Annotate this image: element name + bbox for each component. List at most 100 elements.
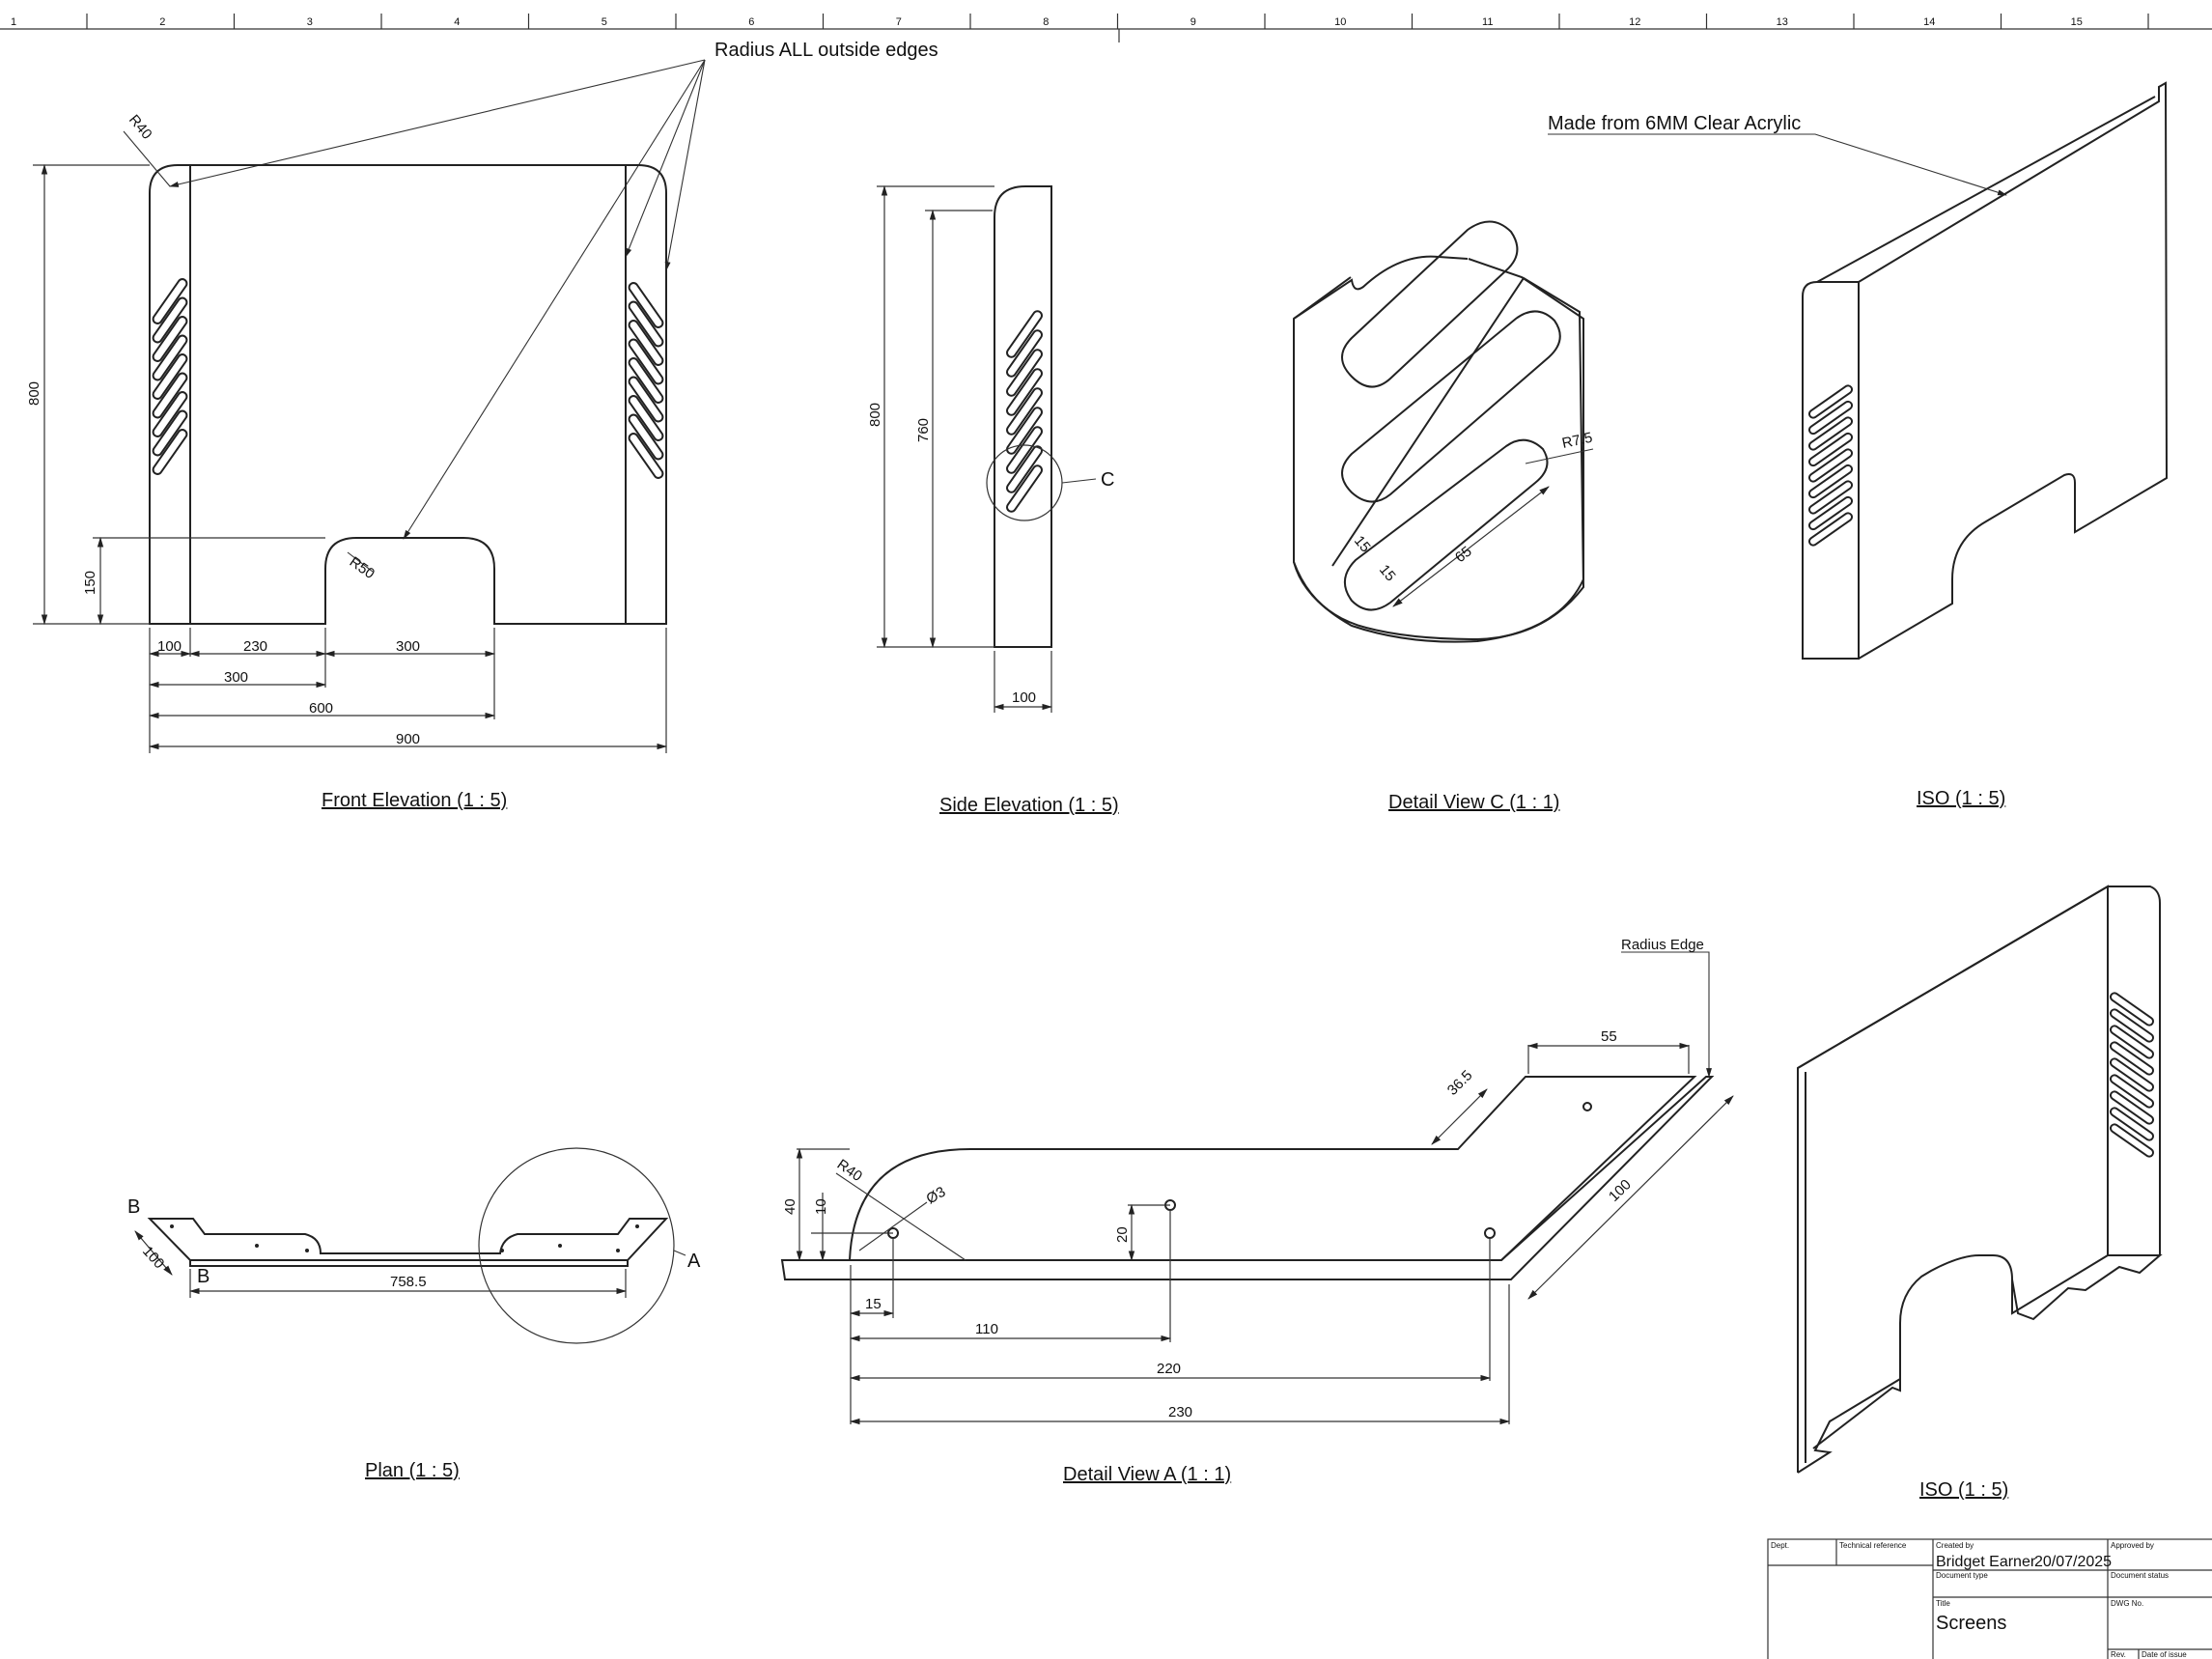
vent-slot [2109,1057,2155,1092]
callout-a: A [687,1251,701,1272]
vent-slot [2109,992,2155,1026]
tb-doctype-label: Document type [1936,1571,1988,1580]
ruler-number: 6 [748,16,754,28]
front-dim-r50: R50 [347,553,378,582]
vent-slot [1006,445,1043,493]
vent-slot [628,357,664,404]
vent-slot [2109,1074,2155,1109]
tb-dwg-label: DWG No. [2111,1599,2143,1608]
front-elevation-caption: Front Elevation (1 : 5) [322,790,507,811]
ruler-number: 5 [602,16,607,28]
detail-a-dim-55: 55 [1601,1028,1617,1045]
tb-created-by: Bridget Earner [1936,1554,2036,1570]
iso-top-view [1802,81,2169,660]
tb-dept-label: Dept. [1771,1541,1789,1550]
vent-slot [2109,1107,2155,1141]
radius-all-note: Radius ALL outside edges [714,40,938,61]
detail-a-dim-220: 220 [1157,1361,1181,1377]
vent-slot [152,316,188,362]
vent-slot [1006,464,1043,513]
vent-slot [628,300,664,348]
plan-dim-7585: 758.5 [390,1274,427,1290]
side-elevation: C 800 760 100 [867,184,1114,713]
detail-a-dim-20: 20 [1114,1226,1131,1243]
plan-caption: Plan (1 : 5) [365,1460,460,1481]
radius-all-leaders [169,59,706,540]
ruler-number: 7 [896,16,902,28]
vent-slot [1807,432,1854,467]
vent-slot [1006,387,1043,436]
vent-slot [1006,368,1043,416]
tb-title-label: Title [1936,1599,1950,1608]
plan-view: A B B 100 758.5 [127,1147,701,1344]
enlarged-slot [1344,438,1549,611]
vent-slot [1006,329,1043,378]
front-dim-r40: R40 [126,112,155,143]
detail-view-c: R7.5 15 15 65 [1293,220,1594,643]
ruler-number: 3 [307,16,313,28]
vent-slot [152,391,188,437]
detail-view-c-caption: Detail View C (1 : 1) [1388,792,1559,813]
detail-a-dim-10: 10 [813,1198,829,1215]
radius-edge-leader [1621,951,1712,1078]
detail-view-a: Radius Edge R40 Ø3 40 10 20 15 110 220 2… [780,937,1734,1425]
ruler-number: 12 [1629,16,1640,28]
side-dim-100: 100 [1012,689,1036,706]
vent-slot [2109,1008,2155,1043]
iso-bottom-view [1797,885,2163,1474]
tb-title: Screens [1936,1613,2006,1634]
side-slots [1006,310,1043,513]
vent-slot [628,433,664,479]
callout-c: C [1101,469,1114,491]
iso-bottom-caption: ISO (1 : 5) [1919,1479,2008,1501]
enlarged-slot [1341,220,1519,388]
vent-slot [1807,384,1854,419]
vent-slot [628,338,664,385]
radius-edge-note: Radius Edge [1621,937,1704,953]
ruler-number: 11 [1482,16,1493,28]
front-dim-150: 150 [82,571,98,595]
vent-slot [1006,426,1043,474]
side-dim-760: 760 [915,418,932,442]
detail-c-dim-15a: 15 [1351,533,1374,556]
iso-top-slots [1807,384,1854,547]
front-dim-900: 900 [396,731,420,747]
front-dim-230: 230 [243,638,267,655]
vent-slot [152,353,188,400]
vent-slot [152,372,188,419]
front-dim-300b: 300 [224,669,248,686]
vent-slot [1807,416,1854,451]
vent-slot [2109,1090,2155,1125]
detail-a-dim-110: 110 [975,1321,998,1337]
tb-docstatus-label: Document status [2111,1571,2169,1580]
front-elevation: R40 R50 800 150 100 230 300 300 600 900 [26,112,668,753]
vent-slot [152,278,188,324]
front-dim-800: 800 [26,381,42,406]
ruler-number: 2 [159,16,165,28]
title-block: Dept. Technical reference Created by Bri… [1767,1538,2212,1659]
side-elevation-caption: Side Elevation (1 : 5) [939,795,1119,816]
material-leader [1548,133,2007,196]
vent-slot [628,376,664,423]
tb-approved-label: Approved by [2111,1541,2154,1550]
vent-slot [2109,1025,2155,1059]
detail-c-slots [1341,220,1561,611]
plan-dim-100: 100 [139,1243,167,1272]
ruler-number: 14 [1923,16,1935,28]
vent-slot [628,320,664,366]
detail-a-circle [478,1147,675,1344]
vent-slot [152,334,188,381]
ruler-number: 13 [1777,16,1788,28]
front-dim-600: 600 [309,700,333,717]
tb-issue-label: Date of issue [2142,1650,2187,1659]
front-dim-300a: 300 [396,638,420,655]
vent-slot [1006,310,1043,358]
detail-a-dim-dia3: Ø3 [924,1184,949,1208]
vent-slot [1807,512,1854,547]
vent-slot [152,429,188,475]
tb-date: 20/07/2025 [2034,1554,2112,1570]
ruler-number: 9 [1190,16,1196,28]
tb-rev-label: Rev. [2111,1650,2126,1659]
detail-c-dim-65: 65 [1452,543,1475,566]
detail-a-dim-15: 15 [865,1296,882,1312]
